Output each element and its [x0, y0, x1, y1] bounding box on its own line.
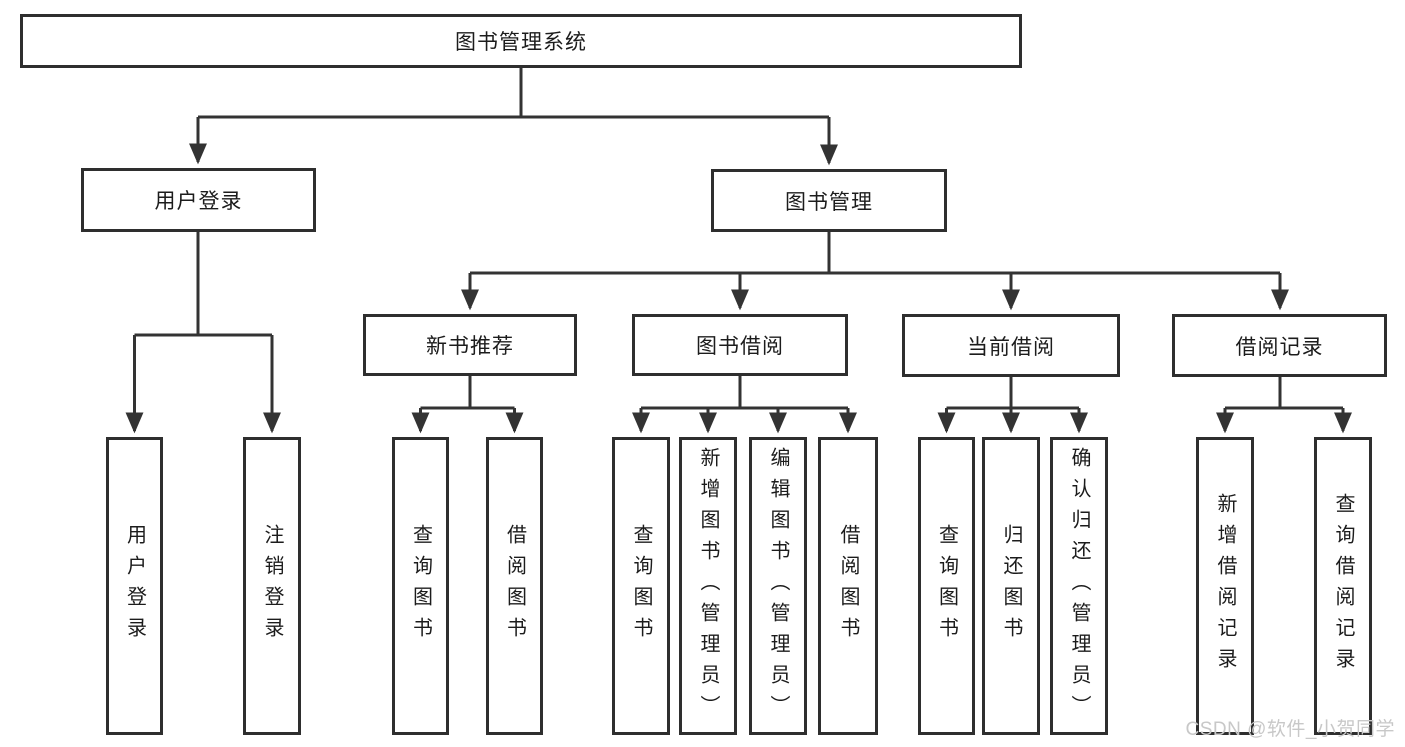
node-library-management-system: 图书管理系统	[20, 14, 1022, 68]
node-current-borrowing: 当前借阅	[902, 314, 1120, 377]
node-label: 查询图书	[630, 524, 652, 648]
node-label: 借阅图书	[837, 524, 859, 648]
node-label: 用户登录	[154, 190, 243, 213]
node-leaf-logout: 注销登录	[243, 437, 301, 735]
node-label: 图书借阅	[696, 335, 784, 358]
node-new-book-recommendation: 新书推荐	[363, 314, 577, 376]
node-leaf-user-login: 用户登录	[106, 437, 163, 735]
node-leaf-query-books-current: 查询图书	[918, 437, 975, 735]
node-leaf-query-borrow-record: 查询借阅记录	[1314, 437, 1372, 735]
node-label: 新增借阅记录	[1214, 493, 1236, 679]
node-leaf-add-borrow-record: 新增借阅记录	[1196, 437, 1254, 735]
node-label: 新增图书（管理员）	[697, 446, 719, 726]
node-borrowing-records: 借阅记录	[1172, 314, 1387, 377]
node-label: 用户登录	[123, 524, 146, 648]
node-leaf-confirm-return-admin: 确认归还（管理员）	[1050, 437, 1108, 735]
node-label: 归还图书	[1000, 524, 1022, 648]
node-label: 图书管理	[785, 190, 873, 214]
tree-arrows	[125, 117, 1352, 434]
csdn-watermark: CSDN @软件_小贺同学	[1185, 719, 1395, 740]
node-leaf-query-books-borrow: 查询图书	[612, 437, 670, 735]
node-label: 查询图书	[409, 524, 432, 648]
tree-branch-lines	[134, 68, 1343, 410]
node-label: 注销登录	[261, 524, 283, 648]
node-leaf-return-books: 归还图书	[982, 437, 1040, 735]
node-leaf-edit-books-admin: 编辑图书（管理员）	[749, 437, 807, 735]
node-user-login: 用户登录	[81, 168, 316, 232]
node-label: 查询图书	[935, 524, 958, 648]
node-leaf-borrow-books: 借阅图书	[818, 437, 878, 735]
node-label: 图书管理系统	[455, 31, 587, 54]
node-label: 查询借阅记录	[1332, 493, 1354, 679]
node-label: 确认归还（管理员）	[1068, 446, 1090, 726]
node-label: 借阅图书	[503, 524, 526, 648]
node-book-management: 图书管理	[711, 169, 947, 232]
node-label: 借阅记录	[1235, 335, 1324, 359]
node-label: 当前借阅	[967, 335, 1055, 359]
node-book-borrowing: 图书借阅	[632, 314, 848, 376]
node-label: 新书推荐	[426, 335, 514, 358]
node-leaf-borrow-books-rec: 借阅图书	[486, 437, 543, 735]
node-label: 编辑图书（管理员）	[767, 446, 789, 726]
node-leaf-add-books-admin: 新增图书（管理员）	[679, 437, 737, 735]
node-leaf-query-books-rec: 查询图书	[392, 437, 449, 735]
